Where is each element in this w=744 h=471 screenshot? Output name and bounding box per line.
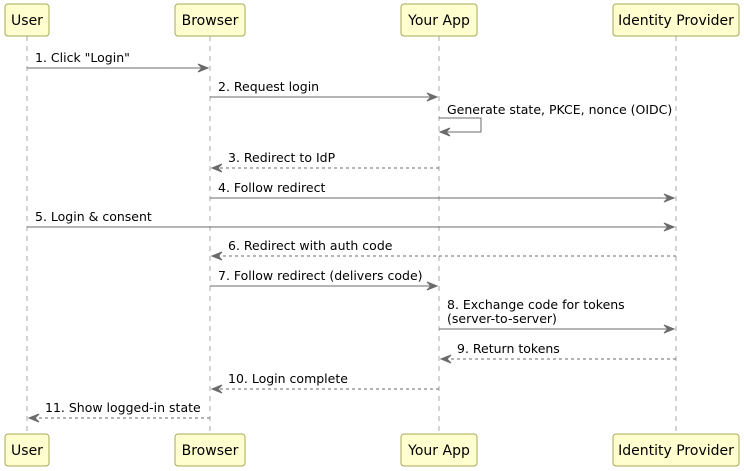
arrowhead (197, 63, 210, 73)
message-label: 7. Follow redirect (delivers code) (218, 268, 423, 283)
message-label: 2. Request login (218, 79, 319, 94)
message-10: 9. Return tokens (439, 341, 676, 364)
arrowhead (426, 281, 439, 291)
participant-box (400, 433, 478, 467)
participant-idp-bottom: Identity Provider (612, 433, 740, 467)
participant-label: Your App (407, 13, 470, 29)
participant-label: Browser (182, 13, 239, 29)
message-label: 11. Show logged-in state (45, 400, 201, 415)
participant-user-bottom: User (4, 433, 50, 467)
message-label: 9. Return tokens (457, 341, 560, 356)
arrowhead (663, 193, 676, 203)
participant-app-bottom: Your App (400, 433, 478, 467)
message-7: 6. Redirect with auth code (210, 238, 676, 261)
message-label: 3. Redirect to IdP (228, 150, 336, 165)
message-3: Generate state, PKCE, nonce (OIDC) (438, 102, 672, 137)
participant-browser-bottom: Browser (174, 433, 246, 467)
participant-box (400, 3, 478, 37)
participant-app-top: Your App (400, 3, 478, 37)
participant-idp-top: Identity Provider (612, 3, 740, 37)
self-message-line (439, 117, 482, 133)
message-label: 4. Follow redirect (218, 180, 325, 195)
participant-box (174, 3, 246, 37)
arrowhead (426, 92, 439, 102)
arrowhead (438, 127, 451, 137)
message-12: 11. Show logged-in state (27, 400, 210, 423)
participant-box (174, 433, 246, 467)
message-11: 10. Login complete (210, 371, 439, 394)
arrowhead (210, 384, 223, 394)
message-4: 3. Redirect to IdP (210, 150, 439, 173)
arrowhead (210, 163, 223, 173)
arrowhead (439, 354, 452, 364)
participant-label: Identity Provider (618, 443, 734, 459)
message-8: 7. Follow redirect (delivers code) (210, 268, 439, 291)
message-label: 10. Login complete (228, 371, 348, 386)
participant-user-top: User (4, 3, 50, 37)
participant-box (4, 433, 50, 467)
participant-label: Browser (182, 443, 239, 459)
message-9: 8. Exchange code for tokens(server-to-se… (439, 297, 676, 334)
participant-label: Your App (407, 443, 470, 459)
arrowhead (663, 222, 676, 232)
message-2: 2. Request login (210, 79, 439, 102)
message-5: 4. Follow redirect (210, 180, 676, 203)
message-label: 5. Login & consent (35, 209, 152, 224)
message-1: 1. Click "Login" (27, 50, 210, 73)
participant-browser-top: Browser (174, 3, 246, 37)
message-label: (server-to-server) (447, 311, 557, 326)
message-label: Generate state, PKCE, nonce (OIDC) (447, 102, 672, 117)
arrowhead (210, 251, 223, 261)
participant-label: Identity Provider (618, 13, 734, 29)
participant-label: User (11, 443, 43, 459)
arrowhead (27, 413, 40, 423)
participant-box (612, 3, 740, 37)
message-label: 1. Click "Login" (35, 50, 130, 65)
message-label: 6. Redirect with auth code (228, 238, 393, 253)
message-6: 5. Login & consent (27, 209, 676, 232)
message-label: 8. Exchange code for tokens (447, 297, 625, 312)
participant-label: User (11, 13, 43, 29)
arrowhead (663, 324, 676, 334)
participant-box (4, 3, 50, 37)
participant-box (612, 433, 740, 467)
